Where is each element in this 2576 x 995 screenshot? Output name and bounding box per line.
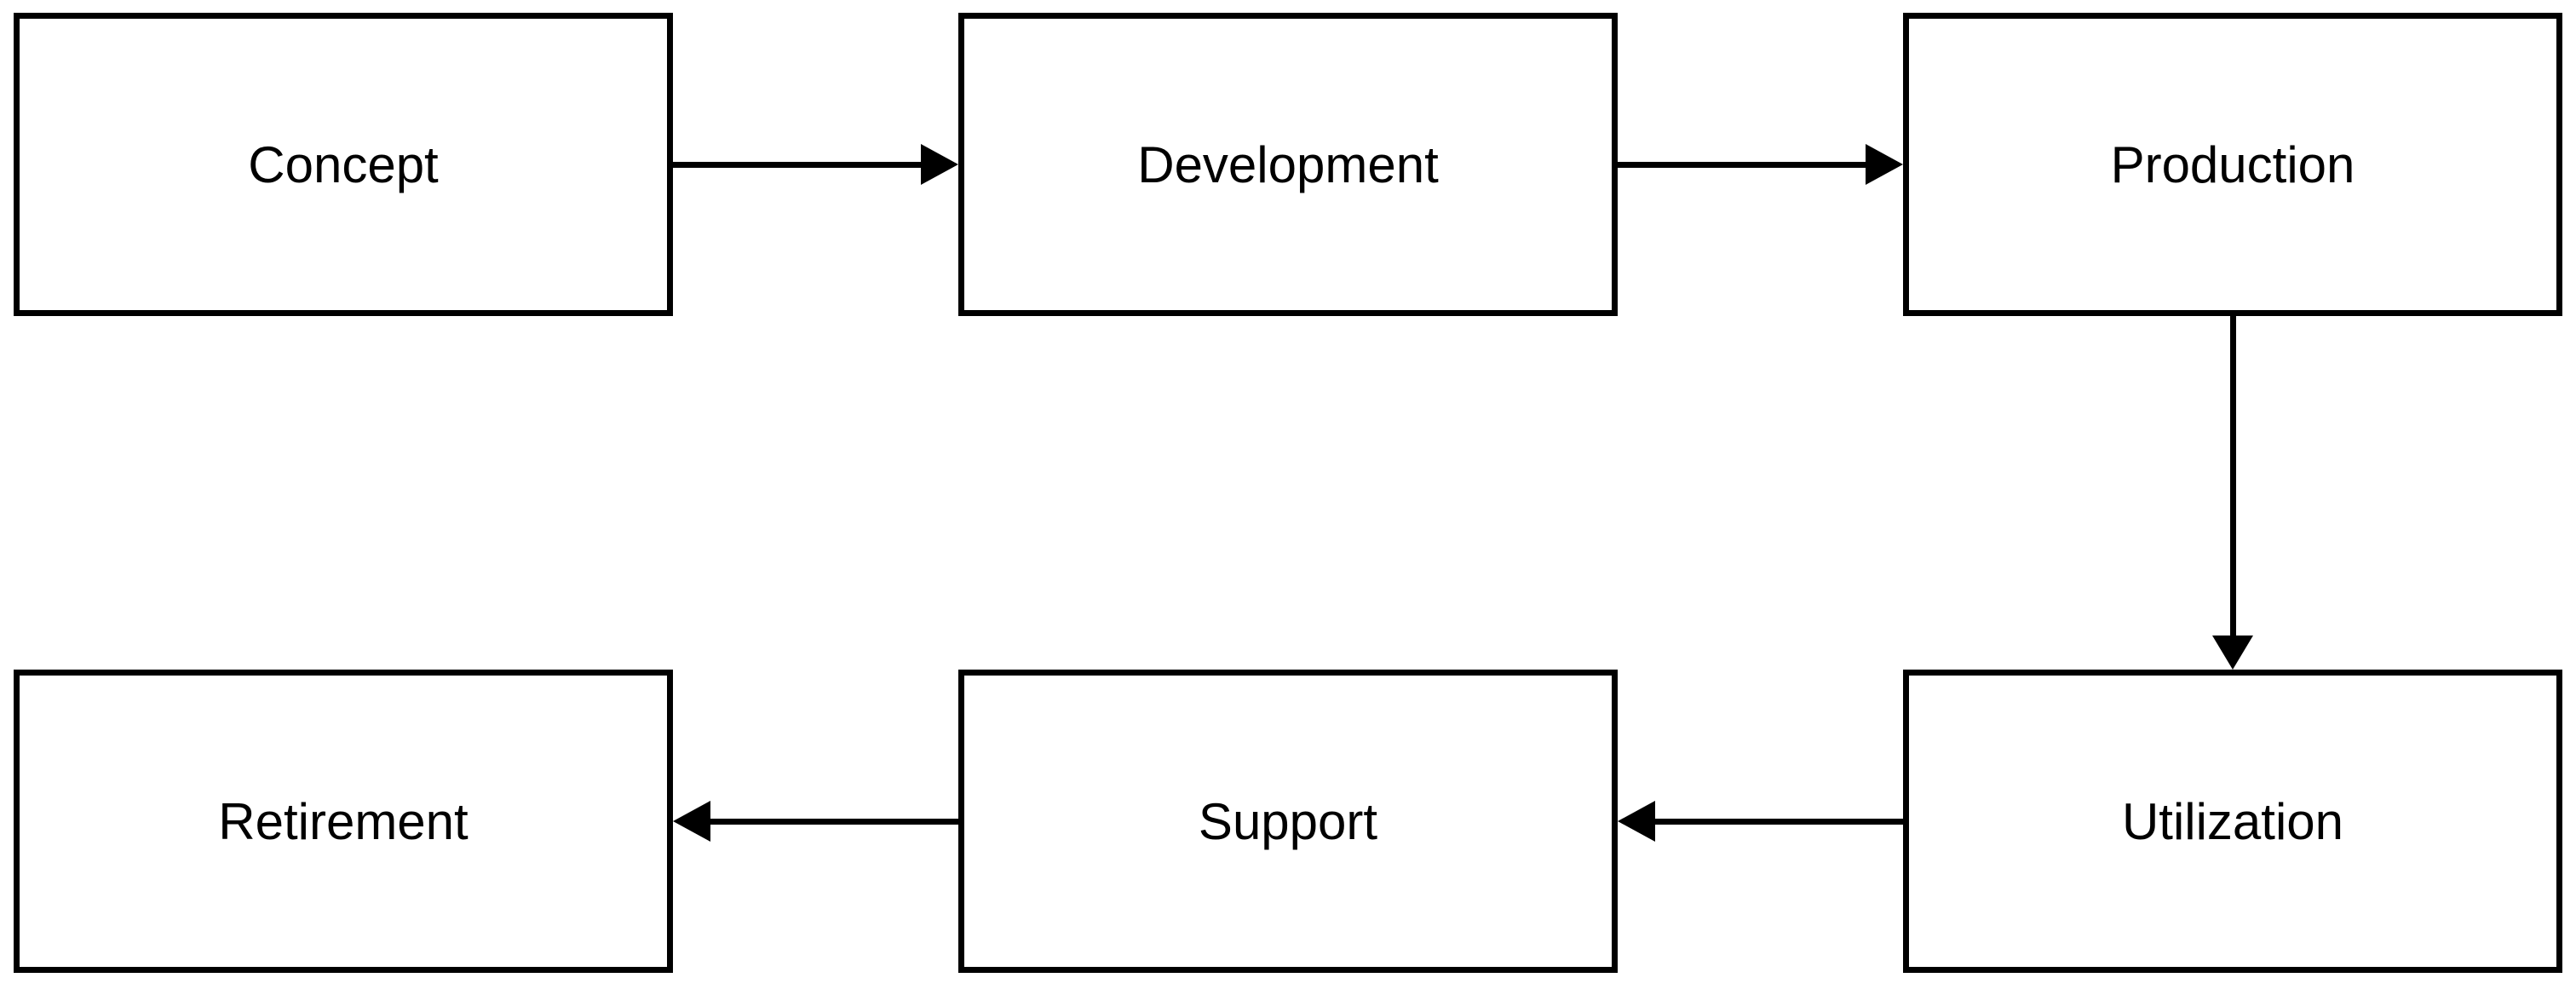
node-label-support: Support (1198, 792, 1378, 850)
node-retirement: Retirement (14, 670, 673, 973)
arrowhead-left-icon (1618, 801, 1655, 842)
node-concept: Concept (14, 13, 673, 316)
arrowhead-down-icon (2212, 636, 2253, 670)
arrow-shaft (710, 819, 958, 825)
arrow-shaft (2230, 316, 2236, 636)
node-label-utilization: Utilization (2121, 792, 2344, 850)
node-label-production: Production (2110, 135, 2355, 193)
arrowhead-right-icon (1866, 144, 1903, 185)
arrowhead-right-icon (921, 144, 958, 185)
node-utilization: Utilization (1903, 670, 2562, 973)
node-support: Support (958, 670, 1618, 973)
node-label-retirement: Retirement (218, 792, 469, 850)
arrow-shaft (673, 162, 921, 168)
node-label-development: Development (1137, 135, 1439, 193)
node-production: Production (1903, 13, 2562, 316)
arrow-shaft (1655, 819, 1903, 825)
node-label-concept: Concept (248, 135, 439, 193)
node-development: Development (958, 13, 1618, 316)
arrow-shaft (1618, 162, 1866, 168)
arrowhead-left-icon (673, 801, 710, 842)
